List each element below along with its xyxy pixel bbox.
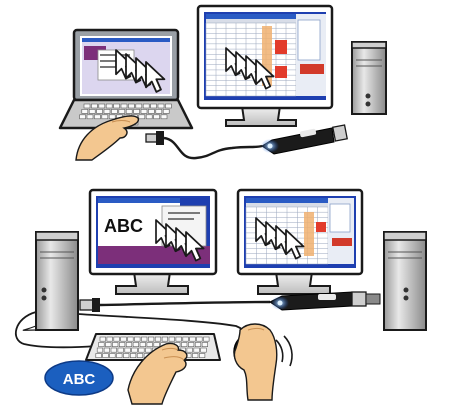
key — [131, 347, 138, 353]
key — [95, 353, 102, 358]
abc-screen-text: ABC — [104, 216, 143, 236]
key — [138, 347, 145, 353]
monitor-top — [196, 4, 334, 127]
tower-bottom-left — [35, 231, 79, 331]
key — [140, 109, 148, 114]
hand-on-mouse — [233, 323, 278, 401]
key — [105, 342, 112, 347]
key — [86, 114, 94, 120]
key — [88, 109, 96, 114]
key — [192, 353, 199, 358]
key — [168, 336, 175, 342]
key — [119, 342, 126, 347]
key — [125, 342, 133, 347]
key — [98, 103, 106, 109]
key — [96, 347, 104, 353]
key — [117, 347, 124, 353]
key — [138, 114, 146, 120]
key — [135, 103, 143, 109]
key — [157, 103, 165, 109]
usb-cable-top — [145, 124, 348, 160]
key — [105, 103, 113, 109]
key — [181, 342, 188, 347]
key — [134, 336, 141, 342]
key — [155, 109, 163, 114]
key — [111, 109, 118, 114]
key — [130, 353, 137, 358]
abc-badge-text: ABC — [63, 371, 96, 388]
key — [102, 353, 109, 358]
key — [98, 342, 105, 347]
key — [150, 103, 157, 109]
key — [103, 347, 110, 353]
monitor-bottom-right — [236, 188, 364, 295]
key — [141, 336, 148, 342]
key — [120, 103, 128, 109]
key — [112, 342, 119, 347]
key — [146, 342, 153, 347]
key — [132, 342, 140, 347]
key — [148, 336, 155, 342]
key — [145, 114, 153, 120]
usb-cable-bottom — [79, 291, 381, 312]
key — [154, 336, 162, 342]
key — [125, 109, 133, 114]
key — [113, 336, 120, 342]
key — [201, 342, 209, 347]
key — [188, 342, 195, 347]
key — [148, 109, 155, 114]
key — [79, 114, 86, 120]
tower-bottom-right — [383, 231, 427, 331]
key — [91, 103, 98, 109]
key — [110, 347, 117, 353]
key — [99, 336, 106, 342]
key — [133, 109, 140, 114]
key — [203, 336, 210, 342]
key — [182, 336, 189, 342]
key — [162, 109, 170, 114]
key — [116, 353, 123, 358]
hand-on-laptop — [75, 115, 140, 161]
key — [123, 353, 130, 358]
key — [136, 353, 144, 358]
key — [109, 353, 116, 358]
key — [83, 103, 91, 109]
key — [120, 336, 127, 342]
key — [128, 103, 135, 109]
key — [189, 336, 196, 342]
key — [193, 347, 200, 353]
key — [145, 347, 152, 353]
key — [175, 336, 182, 342]
key — [81, 109, 89, 114]
key — [199, 353, 206, 358]
key — [94, 114, 101, 120]
key — [113, 103, 120, 109]
key — [153, 114, 160, 120]
tower-top — [351, 41, 387, 115]
key — [101, 114, 109, 120]
key — [96, 109, 103, 114]
key — [142, 103, 150, 109]
key — [160, 114, 168, 120]
hand-on-keyboard — [127, 342, 188, 405]
key — [165, 103, 172, 109]
key — [139, 342, 146, 347]
key — [108, 114, 116, 120]
monitor-bottom-left: ABC — [88, 188, 218, 295]
key — [124, 347, 131, 353]
key — [186, 347, 193, 353]
key — [194, 342, 202, 347]
key — [106, 336, 113, 342]
key — [196, 336, 203, 342]
abc-badge: ABC — [44, 360, 114, 396]
key — [200, 347, 207, 353]
key — [118, 109, 126, 114]
key — [161, 336, 169, 342]
key — [103, 109, 111, 114]
key — [153, 342, 160, 347]
laptop — [58, 28, 194, 130]
key — [127, 336, 134, 342]
